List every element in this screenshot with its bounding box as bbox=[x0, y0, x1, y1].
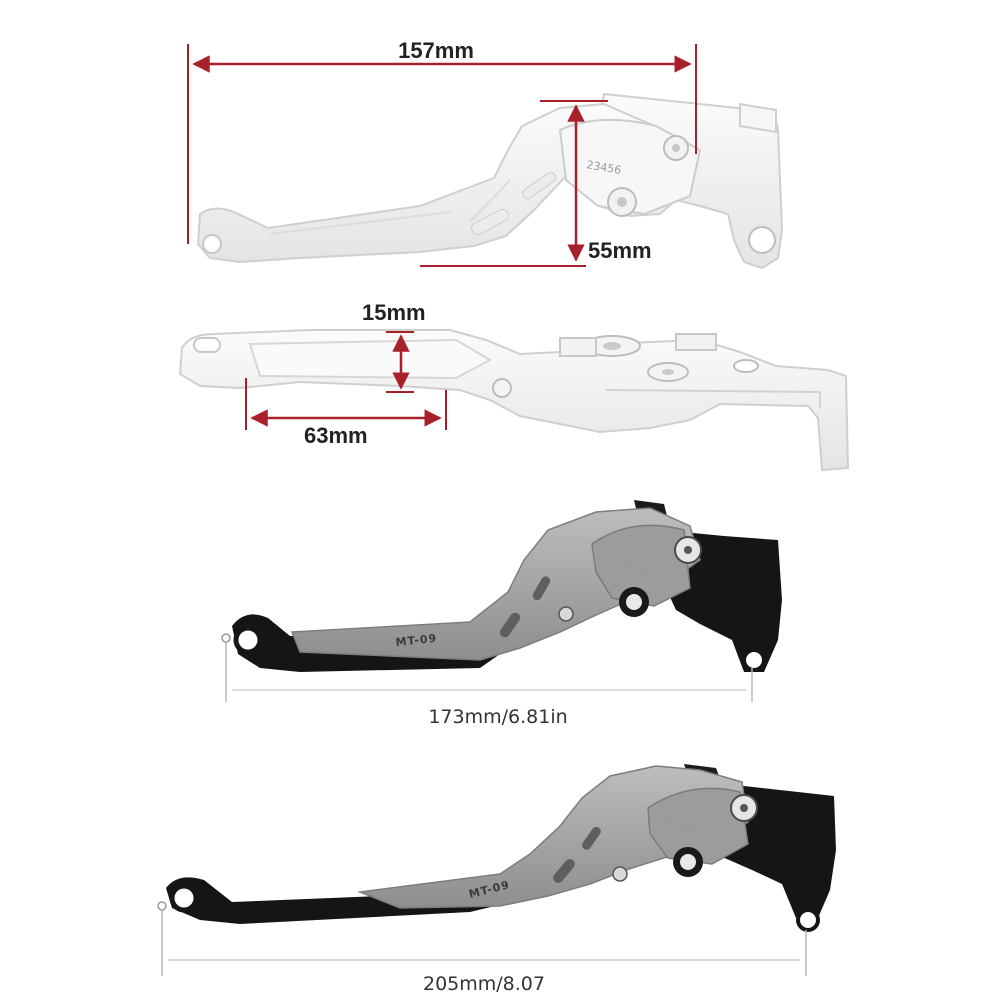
long-lever: 23456 MT-09 bbox=[232, 500, 782, 672]
adjuster-marking: 23456 bbox=[585, 158, 622, 177]
pivot-hole-icon bbox=[233, 625, 263, 655]
extended-lever-measure: 205mm/8.07 bbox=[157, 901, 807, 995]
pivot-hole-icon bbox=[796, 908, 820, 932]
hex-bolt-icon bbox=[612, 866, 628, 882]
blade-label: 63mm bbox=[304, 423, 368, 448]
pivot-hole-icon bbox=[169, 883, 199, 913]
hex-bolt-icon bbox=[492, 378, 512, 398]
length-dimension: 157mm bbox=[187, 38, 697, 244]
lever-blade-black bbox=[166, 877, 520, 924]
thickness-dimension: 15mm bbox=[362, 300, 426, 393]
pivot-hole-icon bbox=[202, 234, 222, 254]
extended-lever: 23456 MT-09 bbox=[166, 764, 836, 932]
extended-lever-length-label: 205mm/8.07 bbox=[423, 973, 545, 995]
pivot-hole-icon bbox=[733, 359, 759, 373]
long-lever-length-label: 173mm/6.81in bbox=[428, 706, 567, 728]
long-lever-measure: 173mm/6.81in bbox=[221, 633, 753, 728]
lever-blade bbox=[196, 102, 653, 264]
height-dimension: 55mm bbox=[420, 100, 652, 267]
pivot-hole-icon bbox=[742, 648, 766, 672]
hex-bolt-icon bbox=[558, 606, 574, 622]
brand-marking: MT-09 bbox=[395, 632, 438, 649]
length-label: 157mm bbox=[398, 38, 474, 63]
top-view-lever: 23456 bbox=[196, 92, 784, 270]
thickness-label: 15mm bbox=[362, 300, 426, 325]
side-view-lever bbox=[178, 329, 850, 472]
pivot-hole-icon bbox=[748, 226, 776, 254]
blade-dimension: 63mm bbox=[245, 378, 447, 448]
height-label: 55mm bbox=[588, 238, 652, 263]
